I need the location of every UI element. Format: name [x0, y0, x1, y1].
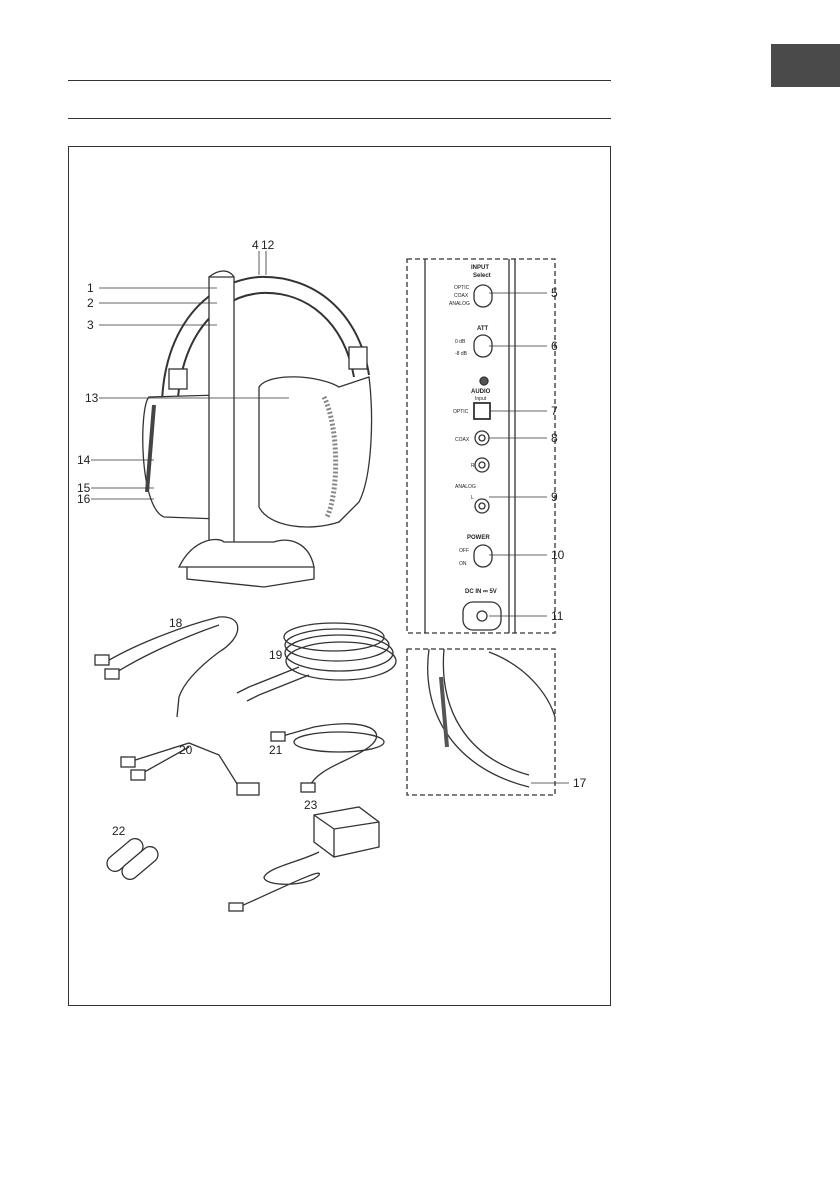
cable-coil-3m — [237, 623, 396, 701]
callout-9: 9 — [551, 490, 558, 504]
callout-17: 17 — [573, 776, 587, 790]
header-rule-bottom — [68, 118, 611, 119]
callout-11: 11 — [551, 609, 564, 623]
callout-8: 8 — [551, 431, 558, 445]
header-rule-top — [68, 80, 611, 81]
power-label: POWER — [467, 535, 490, 541]
select-label: Select — [473, 273, 491, 279]
callout-18: 18 — [169, 616, 183, 630]
callout-23: 23 — [304, 798, 318, 812]
audio-input-label: Input — [475, 396, 487, 402]
callout-7: 7 — [551, 404, 558, 418]
coax-jack-label: COAX — [455, 437, 470, 443]
cinch-cable — [95, 617, 238, 717]
coax-switch-label: COAX — [454, 293, 469, 299]
callout-4: 4 — [252, 238, 259, 252]
l-jack-label: L — [471, 495, 474, 501]
on-label: ON — [459, 561, 467, 567]
callout-21: 21 — [269, 743, 283, 757]
callout-22: 22 — [112, 824, 126, 838]
callout-19: 19 — [269, 648, 283, 662]
callout-10: 10 — [551, 548, 565, 562]
optical-cable — [271, 724, 384, 792]
audio-label: AUDIO — [471, 389, 491, 395]
transmitter-panel — [407, 259, 555, 633]
callout-20: 20 — [179, 743, 193, 757]
att-8db-label: -8 dB — [455, 351, 468, 357]
off-label: OFF — [459, 548, 469, 554]
callout-1: 1 — [87, 281, 94, 295]
optic-switch-label: OPTIC — [454, 285, 470, 291]
callout-13: 13 — [85, 391, 99, 405]
att-label: ATT — [477, 326, 489, 332]
callout-14: 14 — [77, 453, 91, 467]
input-label: INPUT — [471, 265, 489, 271]
callout-6: 6 — [551, 339, 558, 353]
optic-jack-label: OPTIC — [453, 409, 469, 415]
callout-2: 2 — [87, 296, 94, 310]
att-0db-label: 0 dB — [455, 339, 466, 345]
panel-labels: INPUT Select OPTIC COAX ANALOG ATT 0 dB … — [449, 265, 497, 595]
callout-16: 16 — [77, 492, 91, 506]
callouts: 1 2 3 4 12 5 6 7 8 9 10 11 13 14 15 16 1… — [77, 238, 587, 838]
dc-in-label: DC IN ⎓ 5V — [465, 589, 497, 595]
callout-5: 5 — [551, 286, 558, 300]
callout-12: 12 — [261, 238, 275, 252]
chapter-tab — [771, 44, 840, 87]
headset-detail-panel — [407, 649, 555, 795]
headphones-illustration — [143, 271, 372, 587]
analog-switch-label: ANALOG — [449, 301, 470, 307]
batteries — [104, 835, 161, 882]
callout-3: 3 — [87, 318, 94, 332]
r-jack-label: R — [471, 463, 475, 469]
power-adapter — [229, 807, 379, 911]
package-contents-figure: 1 2 3 4 12 5 6 7 8 9 10 11 13 14 15 16 1… — [69, 147, 610, 1005]
analog-jack-label: ANALOG — [455, 484, 476, 490]
